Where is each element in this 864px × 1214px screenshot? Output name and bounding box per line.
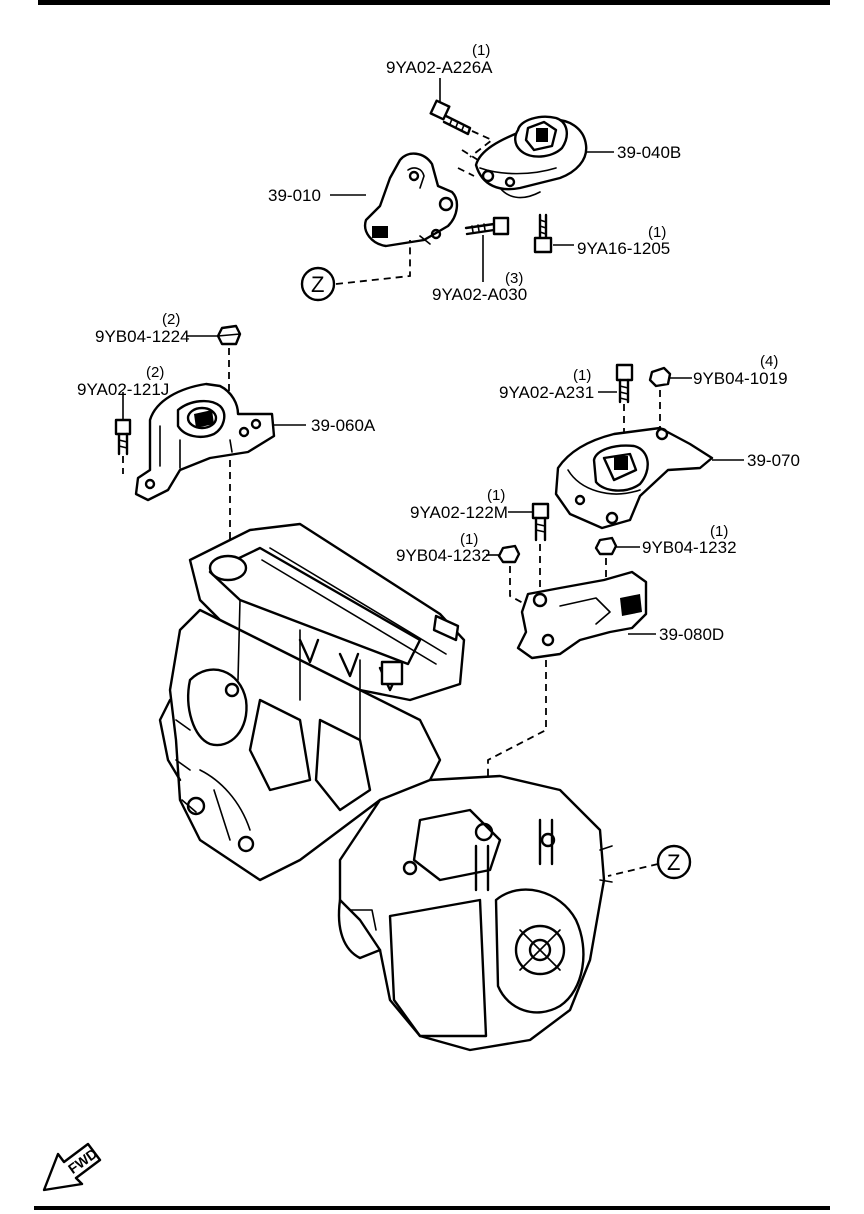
qty-p14: (1): [710, 523, 728, 540]
mount-39-070-icon: [554, 426, 714, 530]
part-label-9yb04-1232-right: 9YB04-1232: [642, 538, 737, 557]
bottom-border: [34, 1206, 830, 1210]
fwd-arrow-icon: FWD: [42, 1142, 102, 1192]
nut-9yb04-1019-icon: [648, 366, 672, 388]
bracket-39-080d-icon: [516, 570, 648, 660]
qty-p6: (2): [162, 311, 180, 328]
nut-9yb04-1232-right-icon: [594, 536, 618, 556]
ref-marker-z-right: [656, 844, 692, 880]
qty-p4: (1): [648, 224, 666, 241]
part-label-z-top: Z: [311, 272, 324, 297]
qty-p13: (1): [460, 531, 478, 548]
qty-p10: (4): [760, 353, 778, 370]
part-label-9ya02-122m: 9YA02-122M: [410, 503, 508, 522]
nut-9yb04-1232-left-icon: [497, 544, 521, 564]
part-label-9yb04-1019: 9YB04-1019: [693, 369, 788, 388]
part-label-9ya02-a226a: 9YA02-A226A: [386, 58, 493, 77]
part-label-39-060a: 39-060A: [311, 416, 376, 435]
part-label-z-right: Z: [667, 850, 680, 875]
part-label-9yb04-1224: 9YB04-1224: [95, 327, 190, 346]
right-mount-assembly: [486, 363, 744, 830]
left-mount-assembly: [114, 324, 306, 540]
part-label-39-010: 39-010: [268, 186, 321, 205]
qty-p12: (1): [487, 487, 505, 504]
qty-p9: (1): [573, 367, 591, 384]
bolt-9ya02-121j-icon: [114, 418, 132, 456]
part-label-9ya16-1205: 9YA16-1205: [577, 239, 670, 258]
bracket-39-010-icon: [363, 152, 459, 248]
top-mount-assembly: [300, 78, 614, 302]
part-label-9ya02-a030: 9YA02-A030: [432, 285, 527, 304]
qty-p5: (3): [505, 270, 523, 287]
part-label-9ya02-a231: 9YA02-A231: [499, 383, 594, 402]
bolt-9ya16-1205-icon: [533, 213, 553, 254]
part-label-39-080d: 39-080D: [659, 625, 724, 644]
nut-9yb04-1224-icon: [216, 324, 242, 346]
ref-marker-z-top: [300, 266, 336, 302]
bolt-9ya02-a231-icon: [615, 363, 634, 404]
mount-39-040b-icon: [457, 115, 588, 199]
bolt-a226a-icon: [429, 99, 494, 158]
qty-p1: (1): [472, 42, 490, 59]
qty-p7: (2): [146, 364, 164, 381]
mount-39-060a-icon: [134, 382, 276, 502]
top-border: [38, 0, 830, 5]
part-label-9ya02-121j: 9YA02-121J: [77, 380, 169, 399]
part-label-9yb04-1232-left: 9YB04-1232: [396, 546, 491, 565]
part-label-39-040b: 39-040B: [617, 143, 681, 162]
engine-transaxle-assembly: [158, 522, 613, 1052]
bolt-9ya02-122m-icon: [531, 502, 550, 542]
part-label-39-070: 39-070: [747, 451, 800, 470]
bolt-9ya02-a030-icon: [464, 216, 510, 236]
